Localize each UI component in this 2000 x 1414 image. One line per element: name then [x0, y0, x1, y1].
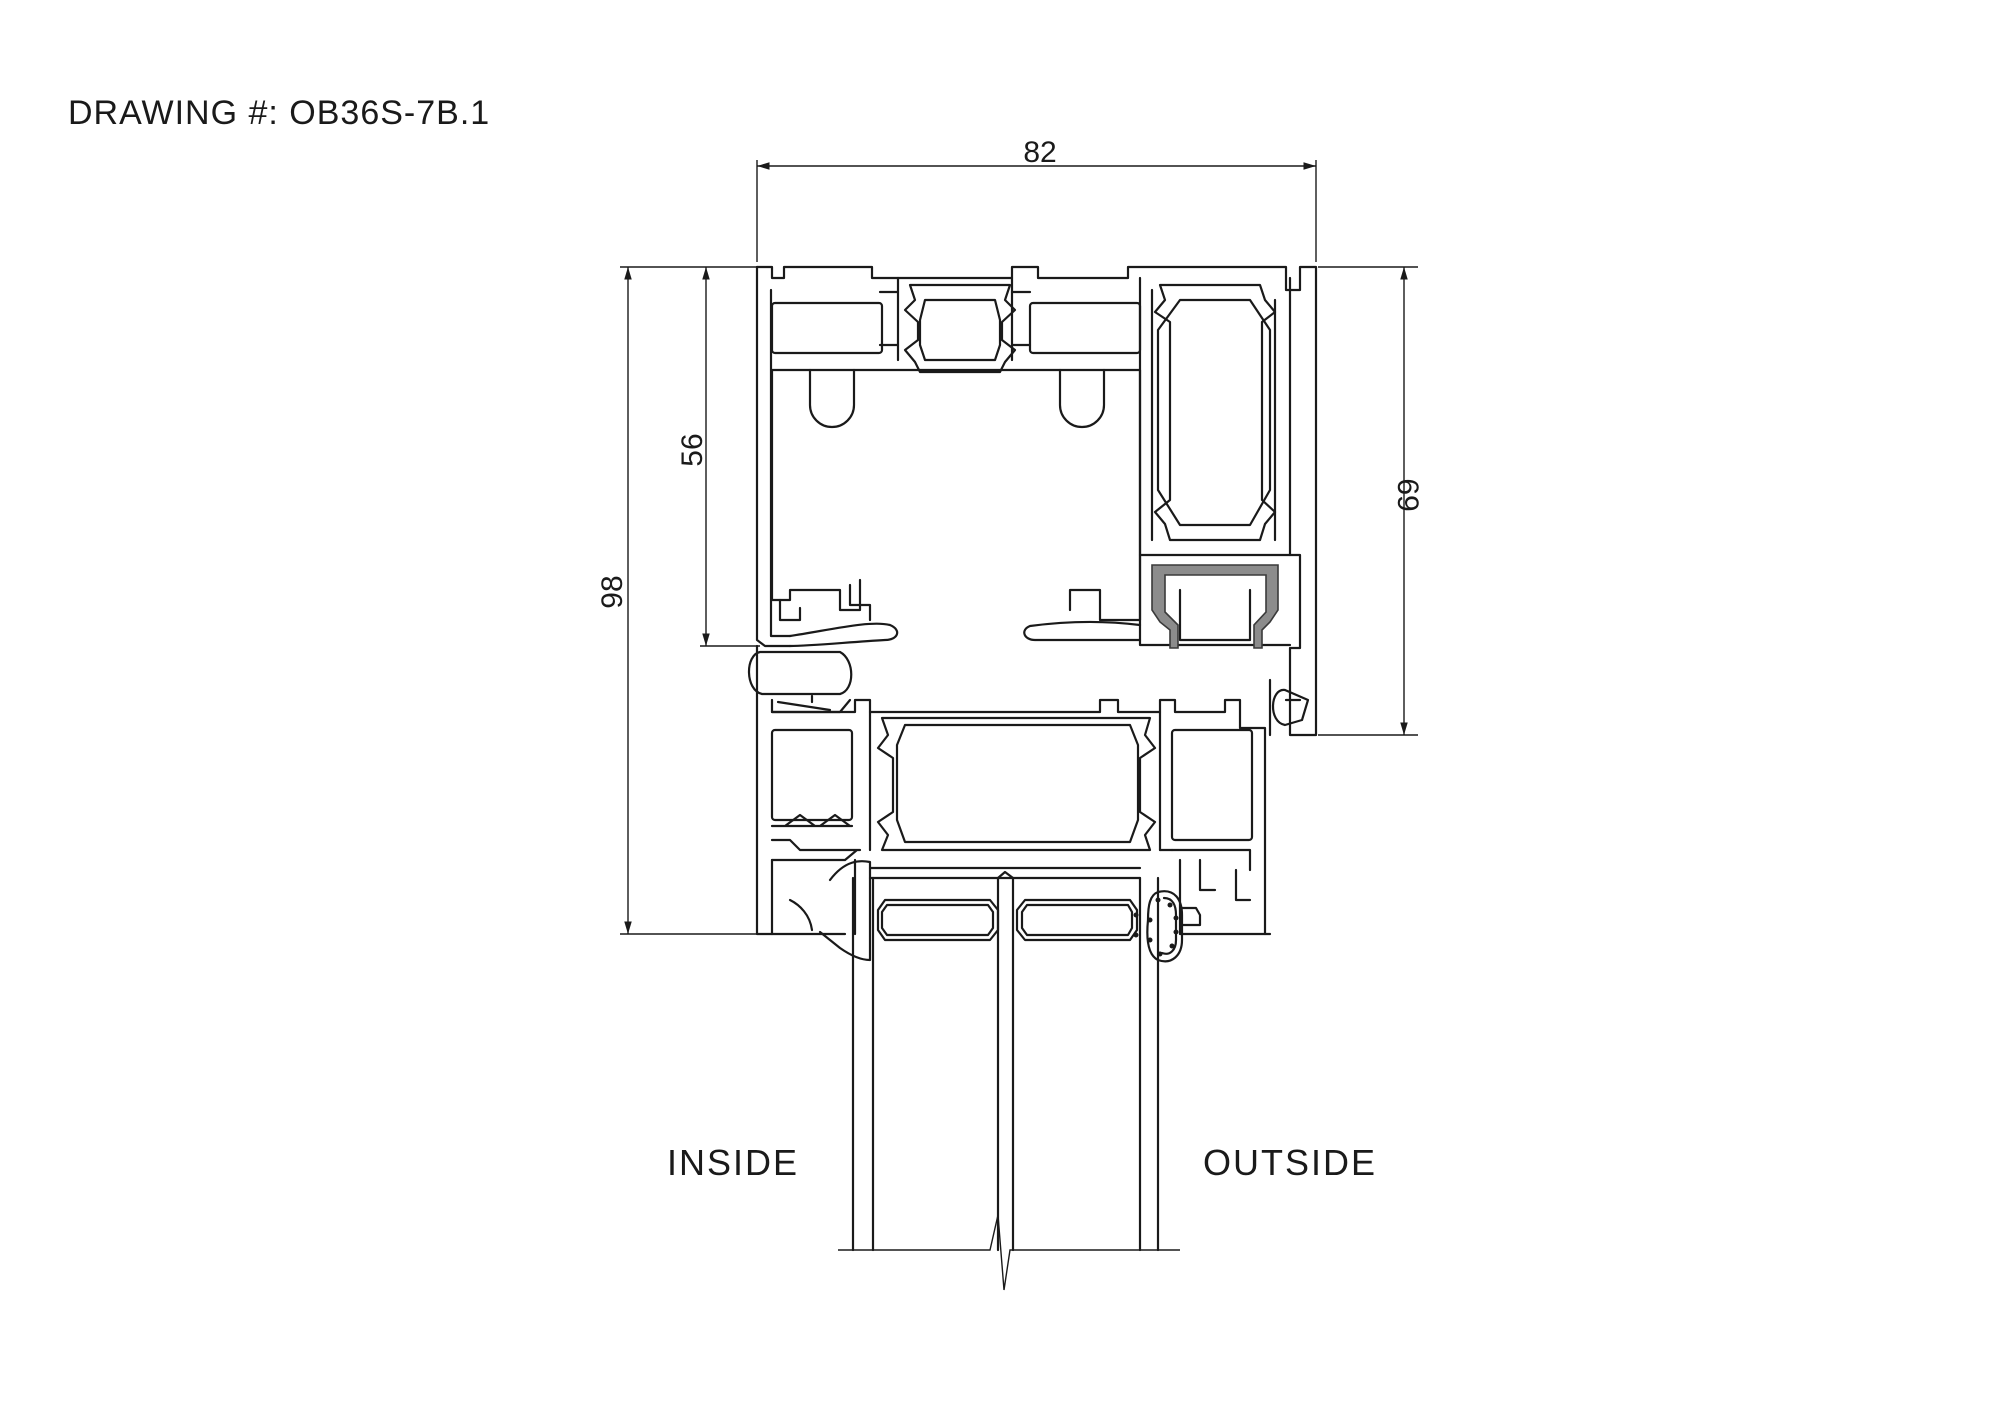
gasket-upper: [1138, 553, 1292, 649]
dimension-width: 82: [756, 136, 1317, 262]
drawing-title: DRAWING #: OB36S-7B.1: [68, 94, 490, 132]
interlock-seal: [747, 650, 1310, 737]
thermal-break-sash: [868, 710, 1162, 852]
bead-gasket: [1133, 890, 1202, 963]
glazing-unit: [838, 866, 1180, 1291]
dimension-upper-height-label: 56: [676, 433, 709, 466]
outside-label: OUTSIDE: [1203, 1142, 1377, 1183]
dimension-overall-height-label: 98: [596, 575, 629, 608]
thermal-break-right: [1153, 283, 1277, 542]
dimension-width-label: 82: [1023, 136, 1056, 169]
inside-label: INSIDE: [667, 1142, 799, 1183]
dimension-right-height: 69: [1318, 266, 1424, 736]
upper-frame-profile: [755, 265, 1318, 737]
thermal-break-upper: [878, 276, 1032, 374]
dimension-overall-height: 98: [596, 266, 760, 935]
dimension-right-height-label: 69: [1391, 478, 1424, 511]
lower-sash-profile: [755, 644, 1272, 962]
dimension-upper-height: 56: [676, 267, 760, 647]
